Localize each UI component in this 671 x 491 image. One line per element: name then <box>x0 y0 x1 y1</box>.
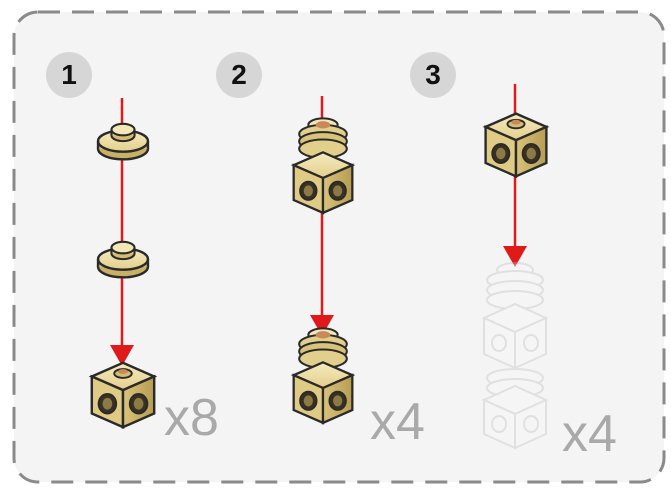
arrow-down-icon <box>310 315 334 336</box>
technic-brick-icon <box>292 117 354 214</box>
arrow-down-icon <box>110 345 134 366</box>
step-number-3: 3 <box>410 52 456 98</box>
step-2-diagram <box>292 96 354 424</box>
technic-brick-icon <box>90 361 156 429</box>
technic-brick-icon <box>484 112 548 178</box>
step-1-diagram <box>90 98 156 429</box>
step-number-2: 2 <box>216 52 262 98</box>
step-number-1: 1 <box>46 52 92 98</box>
ghost-assembly-icon <box>481 262 549 450</box>
arrow-down-icon <box>503 246 527 267</box>
quantity-label-1: x8 <box>164 389 219 447</box>
step-3-diagram <box>481 84 549 450</box>
technic-brick-icon <box>292 327 354 424</box>
quantity-label-3: x4 <box>562 405 617 463</box>
quantity-label-2: x4 <box>370 393 425 451</box>
